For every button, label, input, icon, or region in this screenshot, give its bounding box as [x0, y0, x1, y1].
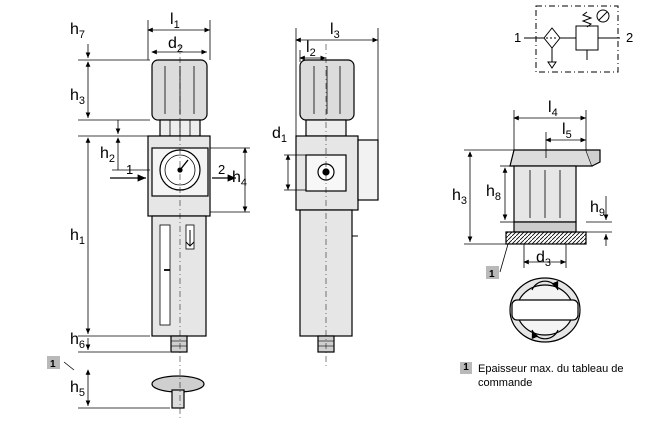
- label-l1: l1: [170, 11, 180, 31]
- label-port-out: 2: [218, 162, 225, 177]
- label-h5: h5: [70, 379, 85, 399]
- side-dimensions: [284, 28, 379, 191]
- label-port-in: 1: [126, 162, 133, 177]
- label-l2: l2: [306, 39, 316, 59]
- label-h2: h2: [100, 145, 115, 165]
- label-h3: h3: [70, 87, 85, 107]
- label-d1: d1: [272, 125, 287, 145]
- label-symbol-in: 1: [514, 30, 521, 45]
- side-view: [295, 44, 379, 368]
- front-dimensions: [78, 20, 250, 409]
- label-d2: d2: [168, 35, 183, 55]
- callout-badge-left: [47, 356, 60, 369]
- callout-leader: [63, 361, 75, 371]
- panel-mount-view: [505, 149, 601, 343]
- front-view: [147, 44, 211, 420]
- footnote-badge: 1: [460, 362, 472, 374]
- label-l5: l5: [562, 121, 572, 141]
- label-h7: h7: [70, 21, 85, 41]
- label-h3-panel: h3: [452, 187, 467, 207]
- label-l4: l4: [548, 99, 558, 119]
- callout-badge-right: [486, 266, 499, 279]
- callout-left-text: 1: [50, 359, 56, 370]
- label-h8: h8: [486, 183, 501, 203]
- label-h4: h4: [232, 169, 247, 189]
- label-l3: l3: [330, 21, 340, 41]
- label-h9: h9: [590, 199, 605, 219]
- label-symbol-out: 2: [626, 30, 633, 45]
- footnote-text: Epaisseur max. du tableau de commande: [478, 363, 624, 389]
- callout-right-text: 1: [489, 269, 495, 280]
- dimension-labels: h7 h3 h2 h1 h6 h5 h4 l1 d2 l3 l2 d1 l4 l…: [50, 11, 633, 399]
- label-h1: h1: [70, 227, 85, 247]
- label-h6: h6: [70, 331, 85, 351]
- pneumatic-symbol: [524, 5, 620, 73]
- footnote: 1 Epaisseur max. du tableau de commande: [460, 362, 645, 390]
- label-d3: d3: [536, 249, 551, 269]
- panel-dimensions: [464, 110, 612, 273]
